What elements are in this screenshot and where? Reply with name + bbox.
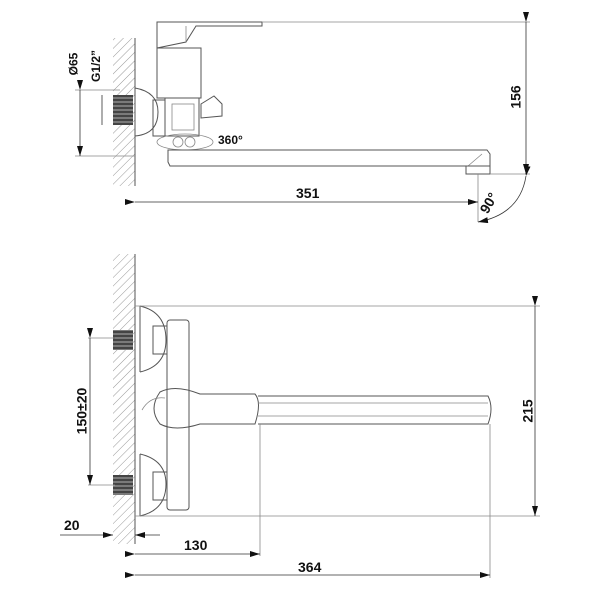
upper-inlet-thread [113,330,133,350]
handle-front [153,388,259,429]
body-column [156,47,202,99]
lower-inlet-thread [113,475,133,495]
label-total-height: 215 [519,399,536,423]
wall-hatch-front [113,254,135,544]
hex-nut [164,97,200,137]
thread-top [113,95,133,125]
spout-front [258,395,492,425]
spout-top [167,149,491,167]
label-thread: G1/2” [89,49,104,83]
label-body-depth: 130 [184,537,208,553]
spout-outlet [465,165,491,175]
top-view [75,12,531,224]
label-wall-offset: 20 [64,517,80,533]
label-flange-diameter: Ø65 [66,52,81,76]
label-total-reach: 364 [298,559,322,575]
label-inlet-spacing: 150±20 [73,387,90,435]
lever-top [156,21,263,49]
label-spout-reach: 351 [296,185,320,201]
front-view [60,254,540,578]
flange-top [134,87,159,137]
label-height-156: 156 [507,85,524,109]
diverter-knob [200,95,223,119]
label-swivel: 360° [218,133,243,147]
mixer-body-front [166,319,190,511]
